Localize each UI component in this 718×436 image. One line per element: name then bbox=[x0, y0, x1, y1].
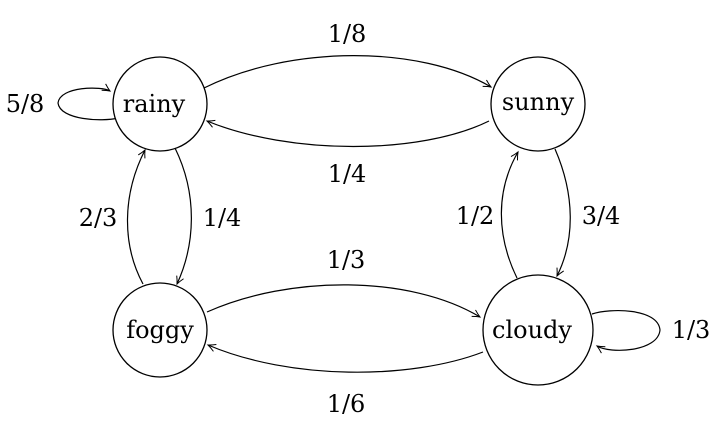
edge-label-sunny-rainy: 1/4 bbox=[328, 160, 367, 188]
edge-cloudy-sunny bbox=[500, 150, 519, 279]
node-label-cloudy: cloudy bbox=[492, 316, 572, 344]
node-label-foggy: foggy bbox=[126, 316, 194, 344]
edge-label-rainy-rainy: 5/8 bbox=[6, 90, 45, 118]
edge-foggy-cloudy bbox=[206, 284, 482, 318]
edge-cloudy-cloudy bbox=[591, 310, 661, 354]
edge-label-cloudy-sunny: 1/2 bbox=[456, 202, 495, 230]
node-sunny: sunny bbox=[490, 56, 586, 152]
edge-rainy-sunny bbox=[203, 55, 493, 89]
node-label-rainy: rainy bbox=[123, 90, 186, 118]
node-cloudy: cloudy bbox=[482, 274, 594, 386]
edge-label-foggy-rainy: 2/3 bbox=[79, 204, 118, 232]
edge-cloudy-foggy bbox=[206, 343, 484, 373]
edge-sunny-cloudy bbox=[554, 148, 571, 278]
edge-rainy-foggy bbox=[174, 147, 192, 286]
edge-label-cloudy-foggy: 1/6 bbox=[327, 390, 366, 418]
node-foggy: foggy bbox=[112, 282, 208, 378]
edge-sunny-rainy bbox=[205, 119, 490, 148]
edge-label-rainy-sunny: 1/8 bbox=[328, 20, 367, 48]
edge-foggy-rainy bbox=[126, 148, 146, 285]
edge-label-foggy-cloudy: 1/3 bbox=[327, 246, 366, 274]
node-label-sunny: sunny bbox=[502, 88, 575, 116]
edge-label-sunny-cloudy: 3/4 bbox=[582, 202, 621, 230]
edge-rainy-rainy bbox=[57, 83, 119, 121]
node-rainy: rainy bbox=[112, 56, 208, 152]
edge-label-rainy-foggy: 1/4 bbox=[203, 204, 242, 232]
edge-label-cloudy-cloudy: 1/3 bbox=[672, 316, 711, 344]
